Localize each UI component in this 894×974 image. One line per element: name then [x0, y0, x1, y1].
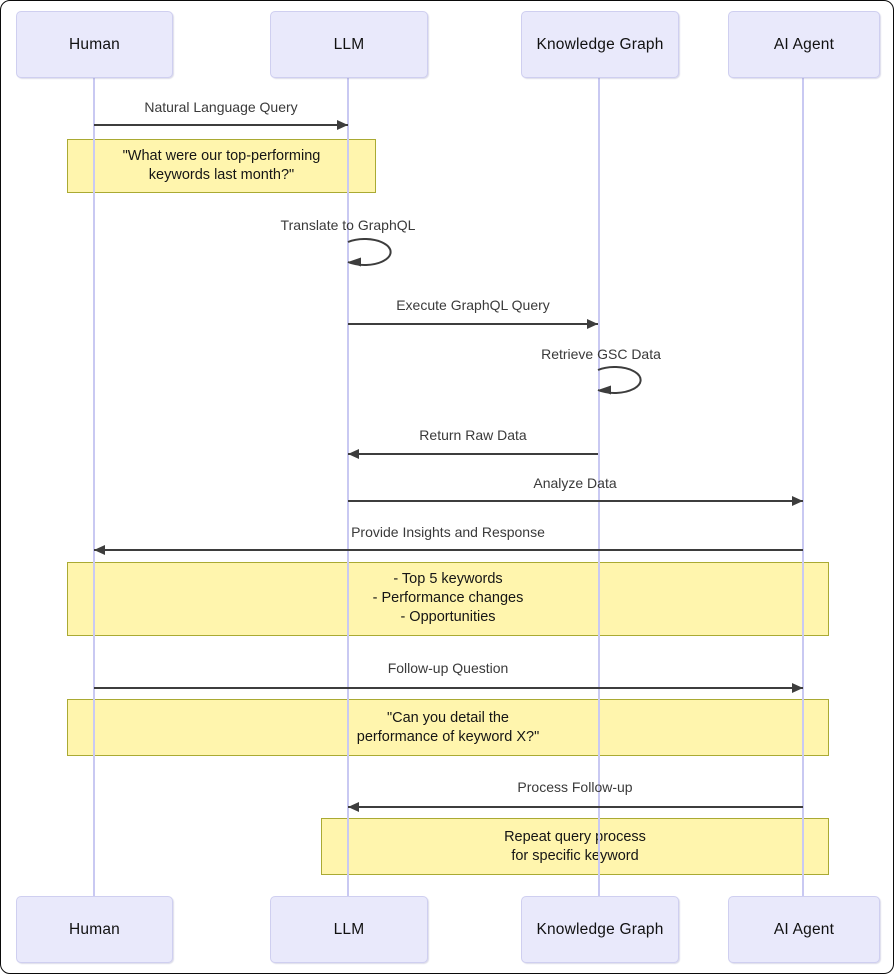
message-arrow-line [94, 549, 803, 551]
message-label: Execute GraphQL Query [396, 297, 550, 313]
actor-label: AI Agent [773, 920, 835, 938]
actor-box-llm-bottom: LLM [270, 896, 428, 963]
arrowhead-right-icon [587, 319, 598, 329]
message-arrow-line [348, 500, 803, 502]
note-line: Repeat query process [504, 829, 646, 845]
message-label: Retrieve GSC Data [541, 346, 661, 362]
arrowhead-right-icon [792, 496, 803, 506]
actor-box-human-top: Human [16, 11, 173, 78]
message-label: Provide Insights and Response [351, 524, 545, 540]
message-arrow-line [348, 453, 598, 455]
actor-label: Knowledge Graph [536, 920, 664, 938]
self-loop-arrow-icon [597, 366, 642, 395]
actor-box-knowledge-graph-bottom: Knowledge Graph [521, 896, 679, 963]
message-arrow-line [348, 323, 598, 325]
actor-box-human-bottom: Human [16, 896, 173, 963]
actor-label: Human [69, 920, 120, 938]
note-user-question: "What were our top-performing keywords l… [67, 139, 376, 193]
actor-box-ai-agent-bottom: AI Agent [728, 896, 880, 963]
note-insights: - Top 5 keywords - Performance changes -… [67, 562, 829, 636]
actor-label: LLM [333, 35, 365, 53]
message-arrow-line [348, 806, 803, 808]
lifeline-human [93, 76, 95, 896]
note-line: "Can you detail the [386, 710, 510, 726]
actor-box-ai-agent-top: AI Agent [728, 11, 880, 78]
arrowhead-right-icon [792, 683, 803, 693]
note-line: keywords last month?" [148, 167, 295, 183]
arrowhead-left-icon [94, 545, 105, 555]
message-label: Return Raw Data [419, 427, 527, 443]
message-label: Natural Language Query [144, 99, 298, 115]
actor-box-knowledge-graph-top: Knowledge Graph [521, 11, 679, 78]
actor-label: AI Agent [773, 35, 835, 53]
arrowhead-right-icon [337, 120, 348, 130]
self-loop-arrow-icon [347, 238, 392, 267]
lifeline-ai-agent [802, 76, 804, 896]
note-line: - Opportunities [400, 609, 496, 625]
note-line: for specific keyword [511, 848, 639, 864]
actor-label: Human [69, 35, 120, 53]
arrowhead-left-icon [348, 802, 359, 812]
message-label: Analyze Data [533, 475, 617, 491]
arrowhead-left-icon [348, 449, 359, 459]
message-label: Process Follow-up [517, 779, 633, 795]
note-line: - Top 5 keywords [393, 571, 503, 587]
actor-label: Knowledge Graph [536, 35, 664, 53]
note-line: - Performance changes [372, 590, 524, 606]
actor-box-llm-top: LLM [270, 11, 428, 78]
lifeline-knowledge-graph [598, 76, 600, 896]
note-line: "What were our top-performing [122, 148, 321, 164]
note-repeat-process: Repeat query process for specific keywor… [321, 818, 829, 875]
message-label: Follow-up Question [387, 660, 509, 676]
message-arrow-line [94, 124, 348, 126]
lifeline-llm [347, 76, 349, 896]
note-followup-question: "Can you detail the performance of keywo… [67, 699, 829, 756]
message-label: Translate to GraphQL [280, 217, 416, 233]
note-line: performance of keyword X?" [356, 729, 540, 745]
message-arrow-line [94, 687, 803, 689]
actor-label: LLM [333, 920, 365, 938]
